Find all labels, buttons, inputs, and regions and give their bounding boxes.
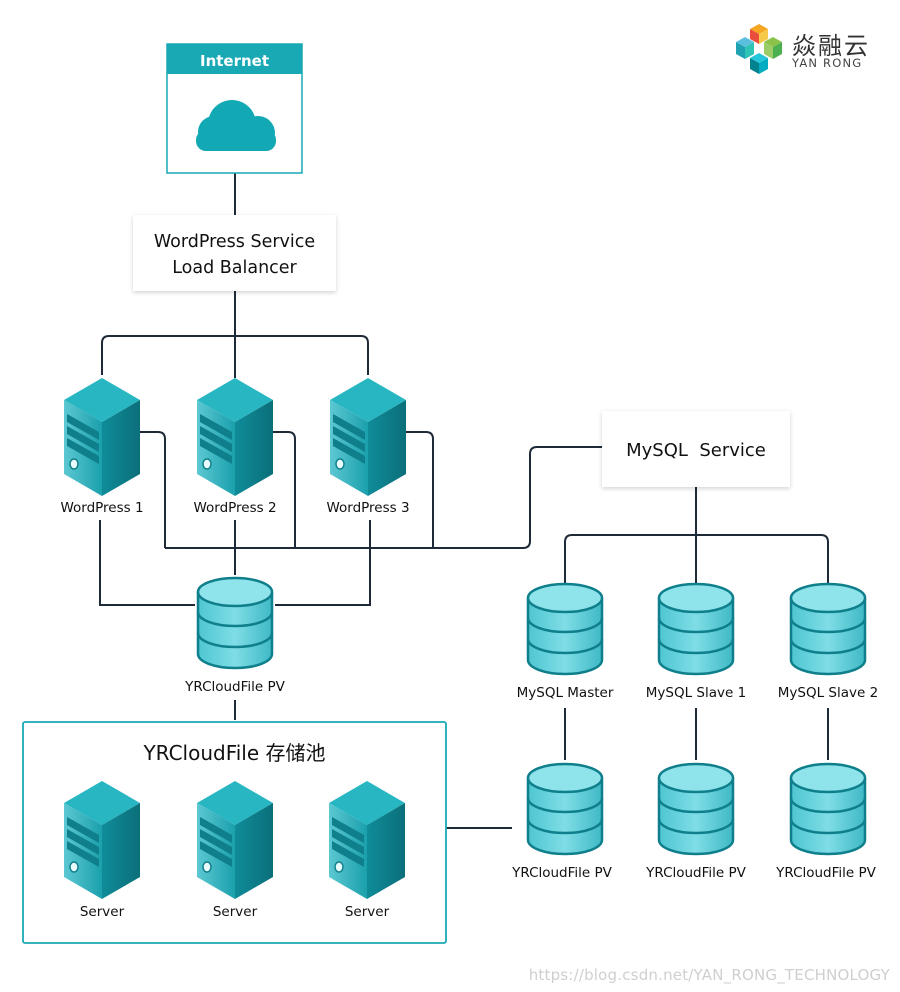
pool-server-label: Server — [80, 904, 125, 920]
mysql-node-label: MySQL Slave 1 — [646, 685, 746, 701]
mysql-node-label: MySQL Master — [517, 685, 614, 701]
connector-wp2-bus — [272, 431, 296, 548]
database-icon — [789, 762, 867, 856]
brand-name-cn: 焱融云 — [792, 32, 870, 60]
database-icon — [526, 582, 604, 676]
server-icon — [329, 377, 407, 497]
wordpress-pv-label: YRCloudFile PV — [184, 679, 286, 695]
database-icon — [657, 762, 735, 856]
wordpress-pv: YRCloudFile PV — [184, 576, 286, 695]
connector-wp1-pv — [99, 520, 195, 606]
mysql-pv-1: YRCloudFile PV — [511, 762, 613, 881]
brand-name-en: YAN RONG — [792, 56, 863, 70]
mysql-master: MySQL Master — [517, 582, 614, 701]
internet-label: Internet — [200, 52, 269, 70]
connector-wp3-bus — [404, 431, 434, 548]
mysql-pv-label: YRCloudFile PV — [775, 865, 877, 881]
cloud-icon — [196, 100, 276, 151]
mysql-pv-label: YRCloudFile PV — [511, 865, 613, 881]
internet-box: Internet — [166, 43, 303, 174]
mysql-node-label: MySQL Slave 2 — [778, 685, 878, 701]
connector-wp3-pv — [275, 520, 371, 606]
connectors — [99, 173, 829, 829]
brand-logo: 焱融云 YAN RONG — [732, 22, 882, 76]
pool-server-label: Server — [213, 904, 258, 920]
pool-server-2: Server — [196, 780, 274, 920]
database-icon — [526, 762, 604, 856]
server-icon — [196, 377, 274, 497]
mysql-service-box: MySQL Service — [602, 411, 790, 487]
watermark: https://blog.csdn.net/YAN_RONG_TECHNOLOG… — [528, 966, 890, 984]
brand-mark-icon — [736, 24, 782, 74]
storage-pool: YRCloudFile 存储池 Server Server Server — [22, 721, 447, 944]
mysql-pv-label: YRCloudFile PV — [645, 865, 747, 881]
load-balancer-line2: Load Balancer — [172, 258, 297, 278]
connector-bus-mysql — [165, 446, 602, 549]
wordpress-node-1: WordPress 1 — [60, 377, 144, 516]
wordpress-node-label: WordPress 1 — [60, 500, 143, 516]
mysql-slave-1: MySQL Slave 1 — [646, 582, 746, 701]
mysql-service-label: MySQL Service — [626, 440, 766, 461]
server-icon — [196, 780, 274, 900]
pool-server-label: Server — [345, 904, 390, 920]
mysql-pv-2: YRCloudFile PV — [645, 762, 747, 881]
mysql-slave-2: MySQL Slave 2 — [778, 582, 878, 701]
server-icon — [63, 780, 141, 900]
database-icon — [789, 582, 867, 676]
server-icon — [63, 377, 141, 497]
wordpress-node-label: WordPress 2 — [193, 500, 276, 516]
pool-server-1: Server — [63, 780, 141, 920]
database-icon — [196, 576, 274, 670]
load-balancer-box: WordPress Service Load Balancer — [133, 215, 336, 291]
wordpress-node-2: WordPress 2 — [193, 377, 277, 516]
storage-pool-title: YRCloudFile 存储池 — [142, 741, 325, 765]
mysql-pv-3: YRCloudFile PV — [775, 762, 877, 881]
server-icon — [328, 780, 406, 900]
connector-wp1-bus — [140, 431, 166, 548]
load-balancer-line1: WordPress Service — [154, 232, 315, 252]
wordpress-node-label: WordPress 3 — [326, 500, 409, 516]
wordpress-node-3: WordPress 3 — [326, 377, 410, 516]
pool-server-3: Server — [328, 780, 406, 920]
database-icon — [657, 582, 735, 676]
